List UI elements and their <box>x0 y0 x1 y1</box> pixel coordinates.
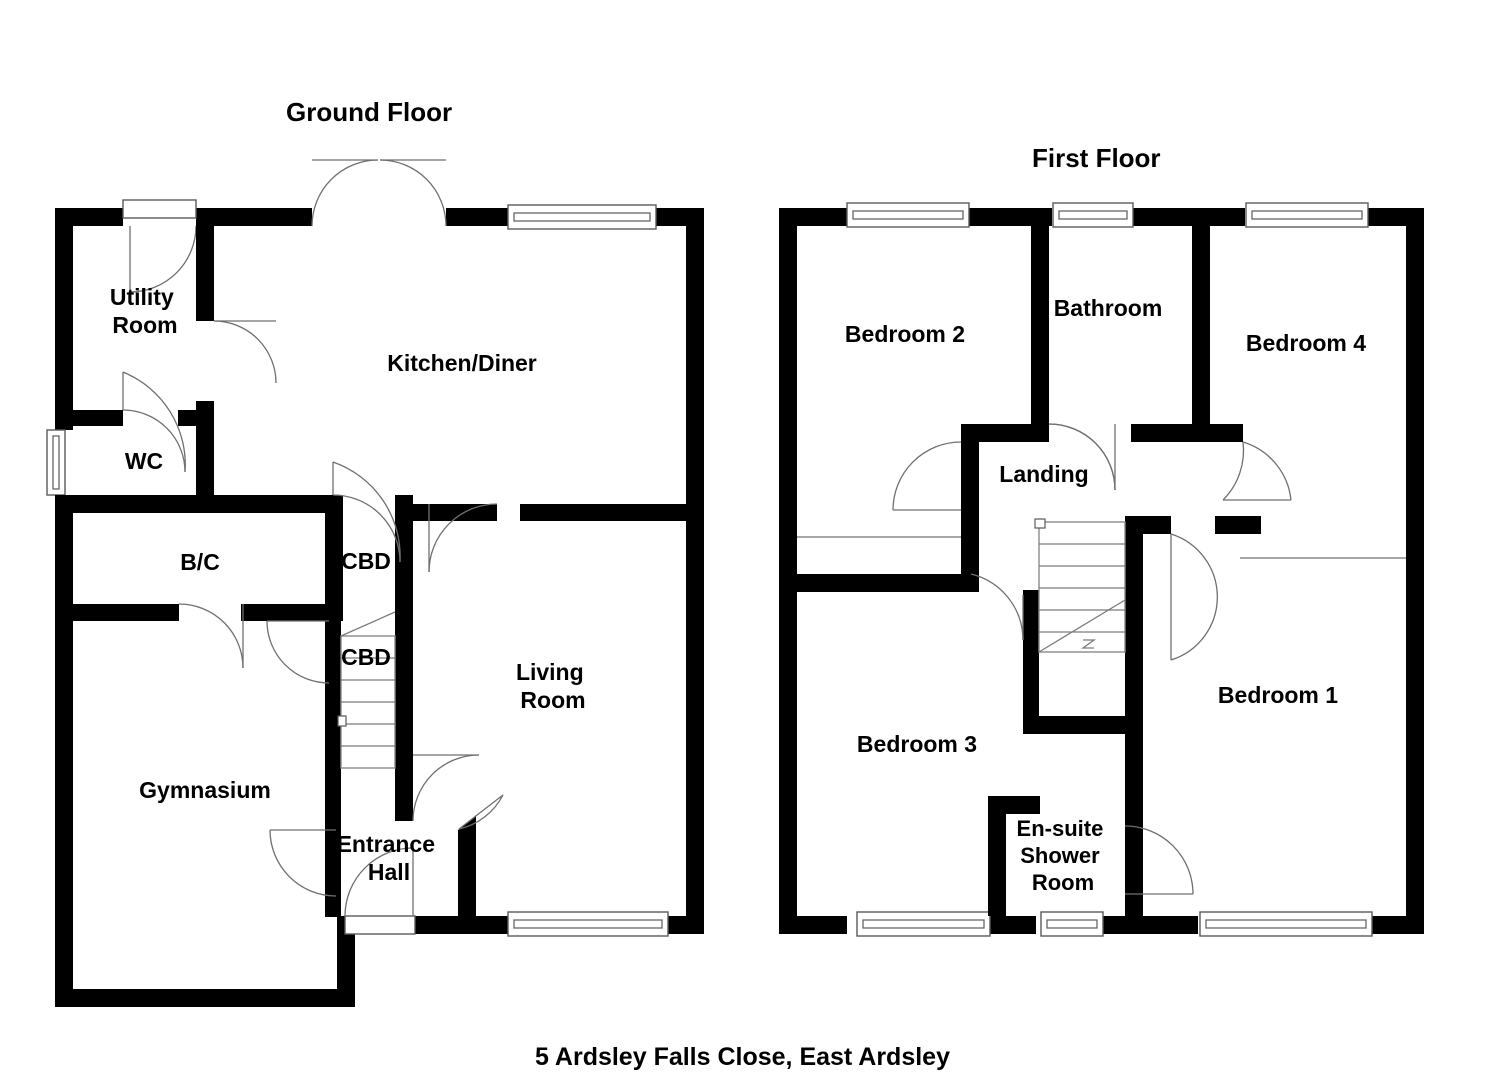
gymnasium-door <box>269 829 337 897</box>
kitchen-window <box>507 204 657 230</box>
en-suite-window <box>1040 911 1104 937</box>
entrance-living-doors <box>412 754 504 830</box>
utility-wc-door <box>122 371 186 473</box>
room-label-boiler-cupboard: B/C <box>180 549 220 575</box>
bathroom-door <box>1048 423 1116 491</box>
ground-floor-stairs <box>337 611 396 769</box>
room-label-bedroom-1: Bedroom 1 <box>1218 682 1338 708</box>
first-floor-stairs <box>1034 518 1126 653</box>
first-room-labels: Bedroom 2 Bathroom Bedroom 4 Landing Bed… <box>845 295 1366 895</box>
kitchen-living-door <box>428 503 498 573</box>
room-label-gymnasium: Gymnasium <box>139 777 271 803</box>
plan-caption: 5 Ardsley Falls Close, East Ardsley <box>534 1043 950 1071</box>
ground-floor-plan: Utility Room Kitchen/Diner WC B/C CBD CB… <box>46 159 704 1007</box>
first-floor-top-windows <box>846 202 1369 228</box>
bedroom-2-window <box>846 202 970 228</box>
room-label-cupboard-lower: CBD <box>341 644 391 670</box>
ground-room-labels: Utility Room Kitchen/Diner WC B/C CBD CB… <box>110 284 590 885</box>
kitchen-french-doors <box>311 159 447 227</box>
utility-external-door <box>122 199 197 293</box>
room-label-en-suite: En-suite Shower Room <box>1017 816 1110 895</box>
cbd-lower-door <box>266 620 330 684</box>
bedroom-4-window <box>1245 202 1369 228</box>
room-label-bedroom-4: Bedroom 4 <box>1246 330 1366 356</box>
room-label-utility-room: Utility Room <box>110 284 180 338</box>
first-floor-bottom-windows <box>856 911 1373 937</box>
living-room-window <box>507 911 669 937</box>
en-suite-door <box>1124 825 1194 895</box>
room-label-landing: Landing <box>999 461 1088 487</box>
first-floor-plan: Bedroom 2 Bathroom Bedroom 4 Landing Bed… <box>779 202 1424 937</box>
room-label-bedroom-2: Bedroom 2 <box>845 321 965 347</box>
room-label-living-room: Living Room <box>516 659 590 713</box>
room-label-cupboard-upper: CBD <box>341 548 391 574</box>
wc-window <box>46 429 66 496</box>
bedroom-2-door <box>892 441 962 511</box>
ground-floor-title: Ground Floor <box>286 97 453 127</box>
bedroom-1-window <box>1199 911 1373 937</box>
bathroom-window <box>1052 202 1134 228</box>
room-label-bathroom: Bathroom <box>1054 295 1163 321</box>
room-label-kitchen-diner: Kitchen/Diner <box>387 350 537 376</box>
first-floor-title: First Floor <box>1032 143 1161 173</box>
room-label-entrance-hall: Entrance Hall <box>337 831 442 885</box>
bedroom-4-door <box>1222 441 1292 501</box>
first-exterior-walls <box>779 208 1424 934</box>
room-label-bedroom-3: Bedroom 3 <box>857 731 977 757</box>
bedroom-3-window <box>856 911 991 937</box>
room-label-wc: WC <box>125 448 163 474</box>
bedroom-3-door <box>970 573 1024 641</box>
bc-door <box>178 603 244 669</box>
ground-interior-walls <box>55 226 690 917</box>
entrance-external-door <box>344 847 416 935</box>
first-interior-walls <box>797 226 1406 916</box>
cbd-upper-door <box>332 461 401 563</box>
utility-kitchen-door <box>213 320 277 384</box>
bedroom-1-door <box>1170 533 1218 661</box>
